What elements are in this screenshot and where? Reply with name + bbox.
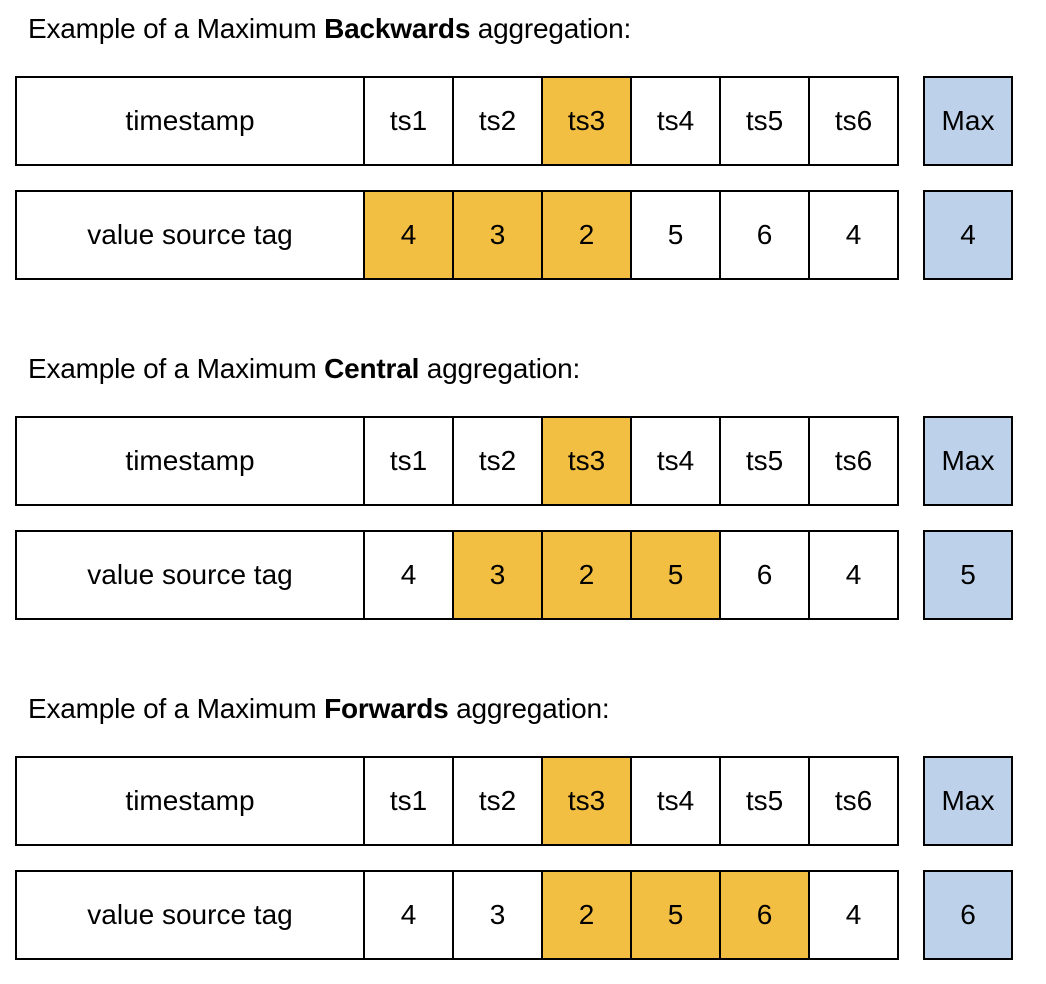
section-title: Example of a Maximum Backwards aggregati…: [28, 12, 1046, 46]
value-row: value source tag 4 3 2 5 6 4 6: [15, 870, 1046, 960]
timestamp-row: timestamp ts1 ts2 ts3 ts4 ts5 ts6 Max: [15, 76, 1046, 166]
timestamp-cell-ts6: ts6: [808, 78, 897, 164]
timestamp-label-cell: timestamp: [125, 445, 255, 476]
value-label-cell: value source tag: [87, 559, 293, 590]
title-aggregation-type: Central: [324, 353, 420, 384]
title-aggregation-type: Backwards: [324, 13, 471, 44]
value-label-cell: value source tag: [87, 219, 293, 250]
value-row: value source tag 4 3 2 5 6 4 4: [15, 190, 1046, 280]
value-cell-6: 4: [808, 872, 897, 958]
value-cell-4: 5: [630, 192, 719, 278]
value-cell-2: 3: [452, 532, 541, 618]
value-table: value source tag 4 3 2 5 6 4: [15, 190, 899, 280]
section-forwards: Example of a Maximum Forwards aggregatio…: [15, 692, 1046, 960]
max-header-box: Max: [923, 416, 1013, 506]
timestamp-label-cell: timestamp: [125, 105, 255, 136]
value-table: value source tag 4 3 2 5 6 4: [15, 530, 899, 620]
value-cell-1: 4: [363, 192, 452, 278]
timestamp-cell-ts5: ts5: [719, 758, 808, 844]
max-result-box: 4: [923, 190, 1013, 280]
section-title: Example of a Maximum Central aggregation…: [28, 352, 1046, 386]
max-header-box: Max: [923, 76, 1013, 166]
timestamp-cell-ts3: ts3: [541, 758, 630, 844]
value-cell-2: 3: [452, 872, 541, 958]
timestamp-cell-ts3: ts3: [541, 78, 630, 164]
timestamp-row: timestamp ts1 ts2 ts3 ts4 ts5 ts6 Max: [15, 756, 1046, 846]
timestamp-cell-ts1: ts1: [363, 758, 452, 844]
value-cell-2: 3: [452, 192, 541, 278]
timestamp-cell-ts5: ts5: [719, 418, 808, 504]
value-cell-3: 2: [541, 532, 630, 618]
timestamp-cell-ts2: ts2: [452, 418, 541, 504]
title-suffix: aggregation:: [470, 13, 632, 44]
timestamp-cell-ts6: ts6: [808, 418, 897, 504]
max-result-box: 5: [923, 530, 1013, 620]
title-prefix: Example of a Maximum: [28, 13, 325, 44]
value-cell-6: 4: [808, 192, 897, 278]
timestamp-cell-ts3: ts3: [541, 418, 630, 504]
value-row: value source tag 4 3 2 5 6 4 5: [15, 530, 1046, 620]
value-table: value source tag 4 3 2 5 6 4: [15, 870, 899, 960]
value-cell-6: 4: [808, 532, 897, 618]
value-cell-1: 4: [363, 532, 452, 618]
timestamp-cell-ts2: ts2: [452, 78, 541, 164]
section-backwards: Example of a Maximum Backwards aggregati…: [15, 12, 1046, 280]
timestamp-table: timestamp ts1 ts2 ts3 ts4 ts5 ts6: [15, 76, 899, 166]
timestamp-table: timestamp ts1 ts2 ts3 ts4 ts5 ts6: [15, 756, 899, 846]
timestamp-cell-ts4: ts4: [630, 78, 719, 164]
max-header-box: Max: [923, 756, 1013, 846]
title-aggregation-type: Forwards: [324, 693, 449, 724]
timestamp-cell-ts4: ts4: [630, 758, 719, 844]
value-cell-1: 4: [363, 872, 452, 958]
title-prefix: Example of a Maximum: [28, 353, 325, 384]
timestamp-row: timestamp ts1 ts2 ts3 ts4 ts5 ts6 Max: [15, 416, 1046, 506]
value-cell-3: 2: [541, 872, 630, 958]
section-title: Example of a Maximum Forwards aggregatio…: [28, 692, 1046, 726]
timestamp-cell-ts4: ts4: [630, 418, 719, 504]
timestamp-cell-ts5: ts5: [719, 78, 808, 164]
value-cell-4: 5: [630, 532, 719, 618]
value-cell-3: 2: [541, 192, 630, 278]
title-prefix: Example of a Maximum: [28, 693, 325, 724]
title-suffix: aggregation:: [448, 693, 610, 724]
timestamp-label-cell: timestamp: [125, 785, 255, 816]
timestamp-cell-ts1: ts1: [363, 78, 452, 164]
value-cell-5: 6: [719, 532, 808, 618]
max-result-box: 6: [923, 870, 1013, 960]
value-cell-4: 5: [630, 872, 719, 958]
timestamp-cell-ts6: ts6: [808, 758, 897, 844]
timestamp-cell-ts1: ts1: [363, 418, 452, 504]
timestamp-cell-ts2: ts2: [452, 758, 541, 844]
timestamp-table: timestamp ts1 ts2 ts3 ts4 ts5 ts6: [15, 416, 899, 506]
value-cell-5: 6: [719, 872, 808, 958]
value-label-cell: value source tag: [87, 899, 293, 930]
title-suffix: aggregation:: [419, 353, 581, 384]
section-central: Example of a Maximum Central aggregation…: [15, 352, 1046, 620]
value-cell-5: 6: [719, 192, 808, 278]
